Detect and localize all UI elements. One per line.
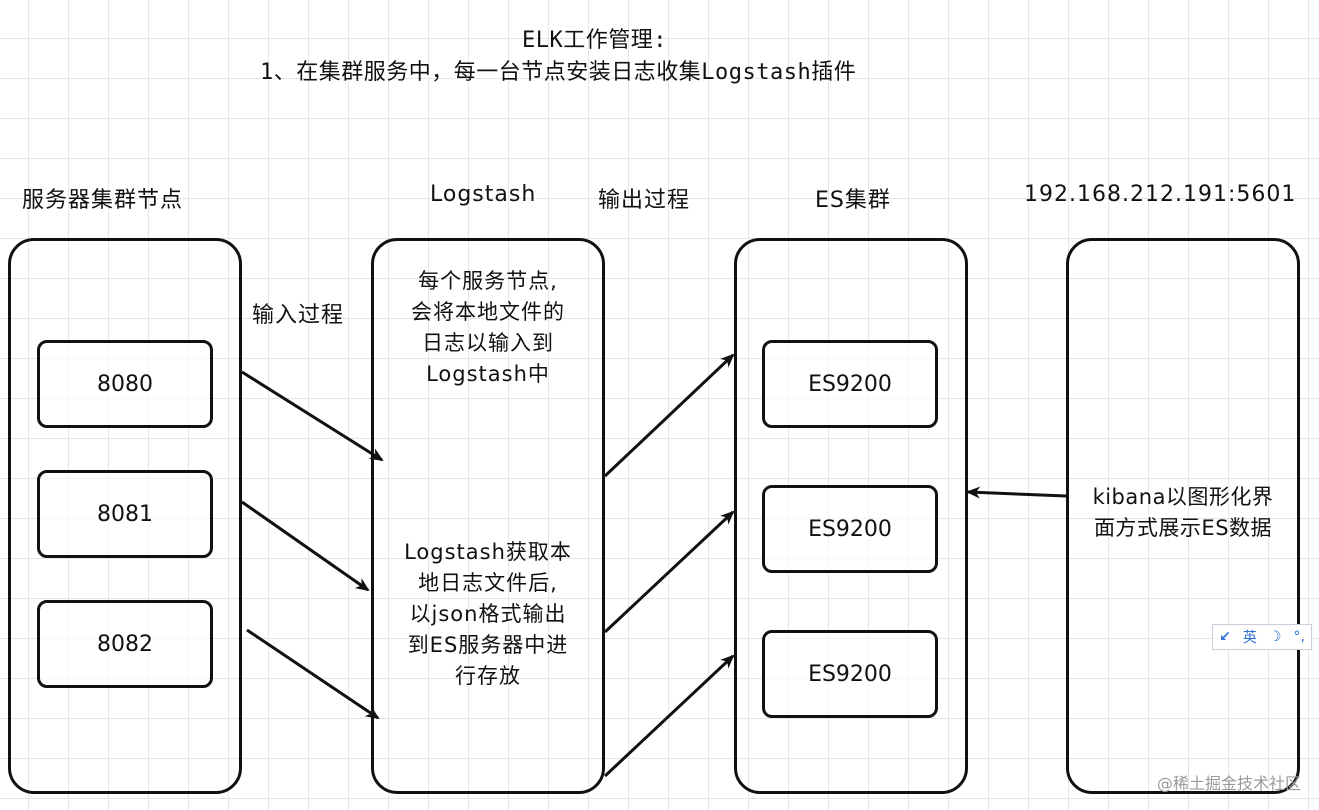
logstash-input-note: 每个服务节点, 会将本地文件的 日志以输入到 Logstash中: [379, 266, 597, 390]
arrow-logstash-to-es-1: [603, 353, 735, 478]
note-line: 以json格式输出: [409, 602, 567, 626]
header-output: 输出过程: [598, 188, 691, 213]
kibana-note: kibana以图形化界 面方式展示ES数据: [1070, 482, 1296, 544]
server-node-8080: 8080: [37, 340, 213, 428]
diagram-title: ELK工作管理:: [522, 28, 667, 53]
header-servers: 服务器集群节点: [22, 188, 184, 213]
watermark: @稀土掘金技术社区: [1156, 774, 1301, 793]
es-node-3: ES9200: [762, 630, 938, 718]
arrow-8080-to-logstash: [241, 370, 384, 462]
note-line: kibana以图形化界: [1092, 485, 1274, 509]
input-process-label: 输入过程: [252, 303, 345, 328]
note-line: 会将本地文件的: [411, 300, 565, 324]
server-node-8082: 8082: [37, 600, 213, 688]
arrow-8081-to-logstash: [241, 500, 370, 592]
logstash-output-note: Logstash获取本 地日志文件后, 以json格式输出 到ES服务器中进 行…: [379, 537, 597, 692]
note-line: 面方式展示ES数据: [1093, 516, 1273, 540]
header-es: ES集群: [815, 188, 891, 213]
diagram-subtitle: 1、在集群服务中，每一台节点安装日志收集Logstash插件: [260, 60, 857, 85]
arrow-8082-to-logstash: [246, 628, 380, 720]
logstash-lane: [371, 238, 605, 794]
moon-icon[interactable]: ☽: [1268, 629, 1282, 645]
note-line: 行存放: [455, 664, 521, 688]
es-node-2: ES9200: [762, 485, 938, 573]
note-line: 日志以输入到: [422, 331, 554, 355]
server-node-8081: 8081: [37, 470, 213, 558]
punctuation-icon[interactable]: °,: [1293, 629, 1305, 645]
server-cluster-lane: [8, 238, 242, 794]
arrow-logstash-to-es-2: [603, 510, 735, 634]
es-node-1: ES9200: [762, 340, 938, 428]
arrow-kibana-to-es: [966, 486, 1067, 499]
ime-toolbar[interactable]: ↙ 英 ☽ °,: [1212, 624, 1312, 650]
note-line: 地日志文件后,: [418, 571, 558, 595]
ime-mode-toggle[interactable]: 英: [1242, 630, 1257, 646]
es-cluster-lane: [734, 238, 968, 794]
note-line: 每个服务节点,: [418, 269, 558, 293]
note-line: Logstash获取本: [404, 540, 572, 564]
ime-logo-icon[interactable]: ↙: [1219, 629, 1231, 645]
header-kibana: 192.168.212.191:5601: [1024, 182, 1297, 207]
note-line: 到ES服务器中进: [407, 633, 569, 657]
note-line: Logstash中: [426, 362, 550, 386]
arrow-logstash-to-es-3: [603, 654, 735, 778]
header-logstash: Logstash: [430, 182, 537, 207]
kibana-lane: [1066, 238, 1300, 794]
